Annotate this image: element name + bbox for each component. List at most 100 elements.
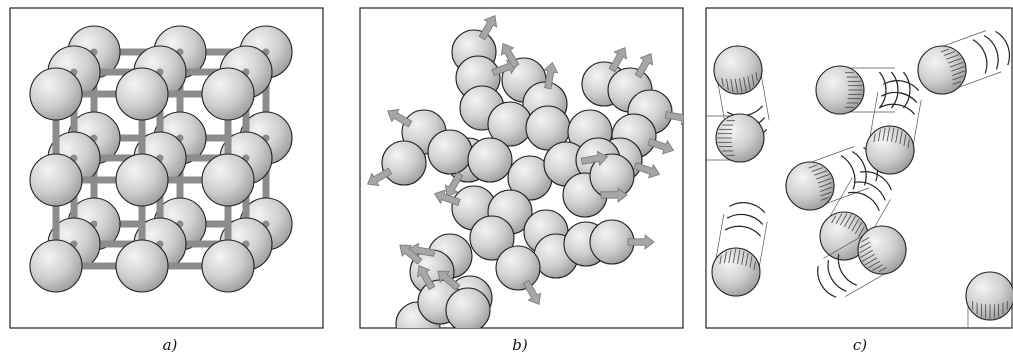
shading-hatch — [859, 241, 870, 249]
shading-hatch — [753, 261, 756, 271]
lattice-atom — [201, 153, 255, 207]
velocity-arrow — [387, 108, 413, 128]
velocity-arrow — [399, 244, 423, 265]
shading-hatch — [726, 78, 729, 91]
lattice-atom — [115, 239, 169, 293]
shading-hatch — [719, 255, 722, 265]
shading-hatch — [820, 186, 833, 192]
shading-hatch — [886, 127, 891, 142]
shading-hatch — [835, 213, 843, 224]
shading-hatch — [749, 256, 753, 268]
liquid-molecule — [589, 219, 635, 265]
solid-lattice — [29, 25, 293, 293]
motion-arc — [880, 91, 918, 103]
motion-arc — [878, 71, 887, 109]
velocity-arrow — [437, 270, 461, 291]
gas-molecule — [713, 45, 763, 95]
gas-molecules — [706, 30, 1013, 354]
shading-hatch — [940, 48, 950, 53]
gas-molecule — [715, 113, 765, 163]
gas-molecule — [711, 247, 761, 297]
shading-hatch — [952, 75, 964, 81]
shading-hatch — [858, 226, 865, 237]
panel-label-c: c) — [853, 336, 867, 354]
motion-arc — [837, 253, 858, 286]
shading-hatch — [859, 246, 872, 254]
shading-hatch — [943, 51, 955, 56]
shading-hatch — [840, 213, 848, 226]
shading-hatch — [737, 249, 741, 264]
motion-arc — [995, 30, 1011, 66]
gas-molecule — [785, 161, 835, 211]
shading-hatch — [819, 182, 833, 188]
shading-hatch — [873, 133, 876, 143]
motion-arc — [972, 39, 988, 74]
shading-hatch — [755, 71, 758, 81]
shading-hatch — [814, 170, 827, 176]
velocity-arrow — [627, 234, 655, 250]
motion-arc — [972, 335, 1008, 342]
motion-arc — [972, 347, 1008, 354]
shading-hatch — [882, 127, 886, 141]
shading-hatch — [808, 164, 818, 169]
shading-hatch — [844, 214, 852, 227]
liquid-molecule — [427, 129, 473, 175]
motion-arc — [878, 103, 916, 115]
motion-arc — [729, 202, 766, 213]
motion-arc — [817, 265, 837, 298]
shading-hatch — [734, 78, 739, 93]
shading-hatch — [907, 139, 910, 149]
liquid-molecule — [467, 137, 513, 183]
shading-hatch — [948, 57, 962, 64]
shading-hatch — [851, 218, 860, 232]
velocity-arrow — [664, 111, 683, 126]
shading-hatch — [820, 197, 829, 201]
lattice-atom — [29, 239, 83, 293]
shading-hatch — [952, 81, 961, 85]
motion-arc — [890, 71, 899, 109]
shading-hatch — [820, 191, 832, 197]
shading-hatch — [949, 61, 964, 68]
liquid-molecules — [367, 15, 683, 328]
motion-arc — [724, 225, 762, 237]
shading-hatch — [741, 250, 745, 265]
velocity-arrow — [478, 15, 498, 41]
motion-arc — [827, 259, 847, 292]
velocity-arrow — [647, 137, 675, 155]
velocity-arrow — [416, 265, 436, 291]
velocity-arrow — [367, 167, 393, 187]
shading-hatch — [878, 267, 887, 273]
shading-hatch — [862, 253, 875, 262]
motion-arc — [983, 34, 999, 70]
liquid-molecule — [495, 245, 541, 291]
shading-hatch — [811, 167, 823, 172]
shading-hatch — [868, 260, 880, 269]
shading-hatch — [745, 252, 749, 266]
motion-arc — [840, 155, 856, 190]
liquid-molecule — [469, 215, 515, 261]
shading-hatch — [891, 127, 895, 142]
velocity-arrow — [522, 279, 542, 305]
shading-hatch — [816, 173, 830, 180]
shading-hatch — [728, 249, 732, 263]
lattice-atom — [115, 153, 169, 207]
liquid-molecule — [381, 140, 427, 186]
shading-hatch — [952, 70, 965, 76]
panel-label-b: b) — [512, 336, 528, 354]
shading-hatch — [747, 76, 751, 90]
shading-hatch — [817, 177, 832, 184]
velocity-arrow — [433, 189, 461, 207]
motion-arc — [902, 71, 911, 109]
shading-hatch — [860, 250, 873, 258]
motion-arc — [853, 181, 886, 201]
velocity-arrow — [542, 61, 559, 90]
shading-hatch — [721, 77, 724, 87]
shading-hatch — [724, 251, 727, 264]
velocity-arrow — [580, 150, 609, 167]
velocity-arrow — [634, 53, 654, 79]
shading-hatch — [847, 216, 856, 229]
shading-hatch — [751, 74, 755, 86]
panel-label-a: a) — [163, 336, 178, 354]
liquid-molecule — [445, 287, 491, 328]
